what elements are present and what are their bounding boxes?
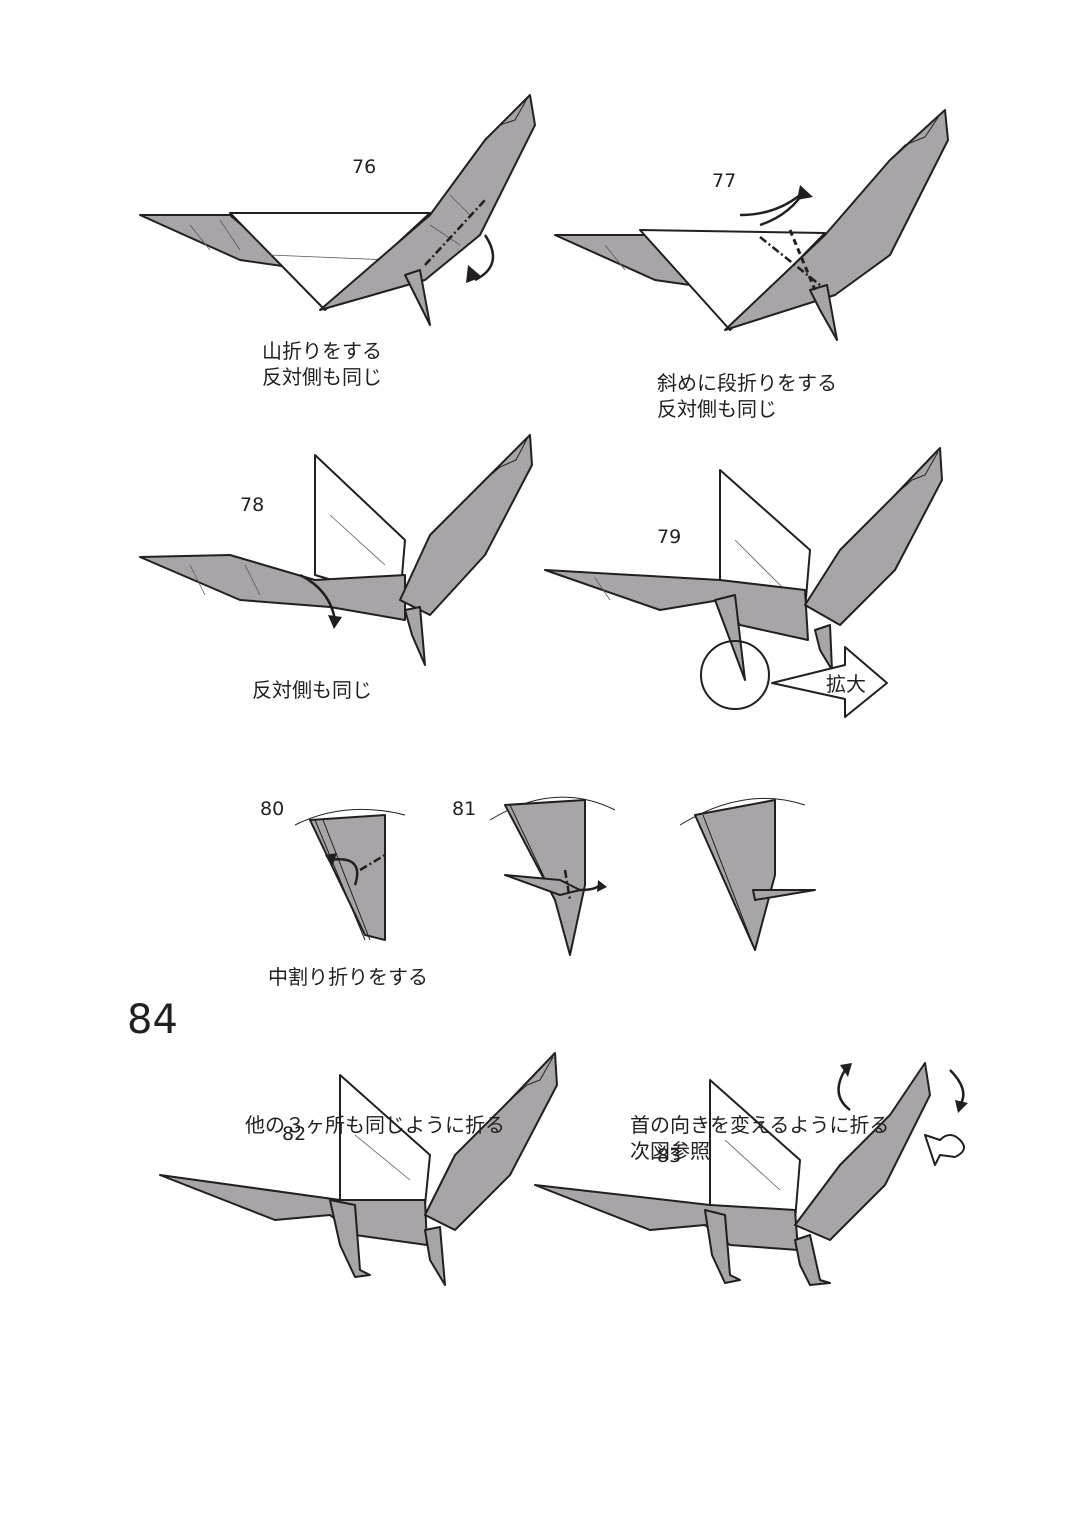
- step-80-number: 80: [260, 798, 285, 820]
- step-83-caption: 首の向きを変えるように折る 次図参照: [630, 1112, 889, 1164]
- step-77-caption: 斜めに段折りをする 反対側も同じ: [657, 370, 837, 422]
- step-79-diagram: [544, 447, 943, 681]
- caption-line: 中割り折りをする: [268, 965, 428, 989]
- step-82-caption: 他の３ヶ所も同じように折る: [245, 1112, 505, 1138]
- caption-line: 次図参照: [630, 1139, 710, 1163]
- page-number: 84: [127, 997, 178, 1043]
- caption-line: 反対側も同じ: [657, 397, 777, 421]
- caption-line: 首の向きを変えるように折る: [630, 1113, 890, 1137]
- step-77-diagram: [554, 109, 949, 341]
- step-82-diagram: [159, 1052, 558, 1286]
- caption-line: 山折りをする: [262, 339, 382, 363]
- magnify-label: 拡大: [826, 672, 866, 696]
- step-77-number: 77: [712, 170, 737, 192]
- step-78-diagram: [139, 434, 533, 666]
- caption-line: 反対側も同じ: [262, 365, 382, 389]
- step-83-number: 83: [657, 1145, 682, 1167]
- caption-line: 反対側も同じ: [252, 678, 372, 702]
- caption-line: 斜めに段折りをする: [657, 371, 837, 395]
- step-76-diagram: [139, 94, 536, 326]
- step-78-number: 78: [240, 494, 265, 516]
- step-80-diagram: [294, 808, 406, 941]
- caption-line: 他の３ヶ所も同じように折る: [245, 1113, 505, 1137]
- magnify-callout: [700, 640, 888, 718]
- step-83-diagram: [534, 1062, 968, 1286]
- step-78-caption: 反対側も同じ: [252, 677, 372, 703]
- step-79-number: 79: [657, 526, 682, 548]
- step-82-number: 82: [282, 1123, 307, 1145]
- step-81-diagram: [489, 796, 616, 956]
- step-81-result-diagram: [679, 797, 816, 951]
- step-76-number: 76: [352, 156, 377, 178]
- step-80-caption: 中割り折りをする: [268, 964, 428, 990]
- step-81-number: 81: [452, 798, 477, 820]
- step-76-caption: 山折りをする 反対側も同じ: [262, 338, 382, 390]
